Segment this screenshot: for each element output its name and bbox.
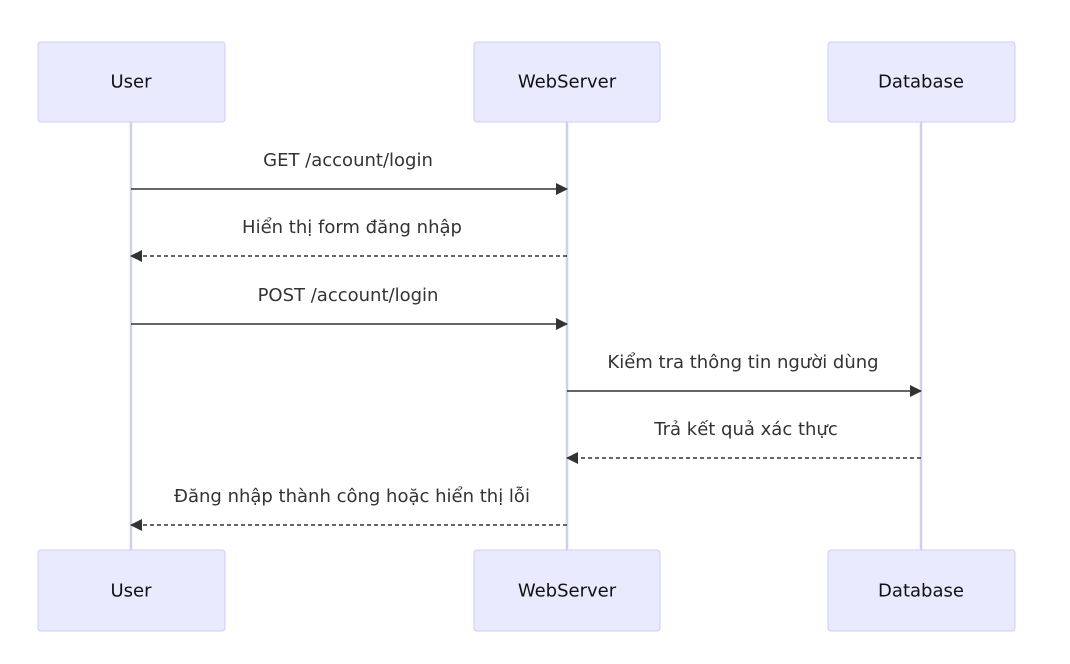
actor-webserver-top: WebServer bbox=[473, 41, 661, 123]
actor-user-top: User bbox=[37, 41, 226, 123]
actor-box bbox=[827, 41, 1016, 123]
message-label: POST /account/login bbox=[258, 285, 439, 306]
message-label: Đăng nhập thành công hoặc hiển thị lỗi bbox=[174, 486, 530, 507]
actor-database-top: Database bbox=[827, 41, 1016, 123]
actor-box bbox=[37, 41, 226, 123]
message-label: GET /account/login bbox=[263, 150, 433, 171]
message-3: POST /account/login bbox=[131, 285, 568, 330]
actor-box bbox=[37, 549, 226, 632]
actor-label-database: Database bbox=[878, 581, 964, 602]
actor-webserver-bottom: WebServer bbox=[473, 549, 661, 632]
actor-box bbox=[827, 549, 1016, 632]
message-label: Hiển thị form đăng nhập bbox=[242, 217, 462, 238]
actor-label-user: User bbox=[110, 581, 152, 602]
message-5: Trả kết quả xác thực bbox=[566, 419, 921, 464]
actor-database-bottom: Database bbox=[827, 549, 1016, 632]
message-6: Đăng nhập thành công hoặc hiển thị lỗi bbox=[130, 486, 567, 531]
actor-label-webserver: WebServer bbox=[518, 72, 617, 93]
actor-label-database: Database bbox=[878, 72, 964, 93]
actor-box bbox=[473, 549, 661, 632]
message-label: Trả kết quả xác thực bbox=[653, 419, 837, 440]
message-1: GET /account/login bbox=[131, 150, 568, 195]
message-4: Kiểm tra thông tin người dùng bbox=[567, 352, 922, 397]
actor-box bbox=[473, 41, 661, 123]
message-2: Hiển thị form đăng nhập bbox=[130, 217, 567, 262]
message-label: Kiểm tra thông tin người dùng bbox=[607, 352, 878, 373]
actor-label-user: User bbox=[110, 72, 152, 93]
actor-label-webserver: WebServer bbox=[518, 581, 617, 602]
actor-user-bottom: User bbox=[37, 549, 226, 632]
